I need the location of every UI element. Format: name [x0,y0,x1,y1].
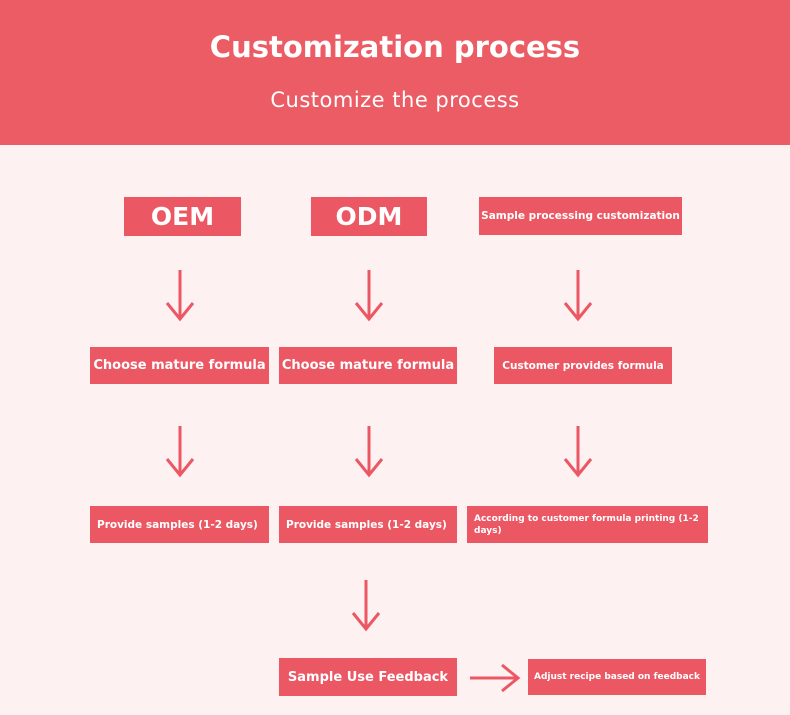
sample-feedback-box: Sample Use Feedback [279,658,457,696]
sample-processing-box: Sample processing customization [479,197,682,235]
down-arrow-icon [351,580,381,632]
down-arrow-icon [354,270,384,322]
oem-choose-formula-box: Choose mature formula [90,347,269,384]
odm-provide-samples-box: Provide samples (1-2 days) [279,506,457,543]
right-arrow-icon [470,663,521,693]
page-title: Customization process [209,30,581,64]
down-arrow-icon [165,426,195,478]
header-banner: Customization process Customize the proc… [0,0,790,145]
formula-printing-box: According to customer formula printing (… [467,506,708,543]
customer-formula-box: Customer provides formula [494,347,672,384]
down-arrow-icon [563,270,593,322]
oem-box: OEM [124,197,241,236]
oem-provide-samples-box: Provide samples (1-2 days) [90,506,269,543]
down-arrow-icon [354,426,384,478]
adjust-recipe-box: Adjust recipe based on feedback [528,659,706,695]
odm-box: ODM [311,197,427,236]
down-arrow-icon [165,270,195,322]
down-arrow-icon [563,426,593,478]
odm-choose-formula-box: Choose mature formula [279,347,457,384]
page-subtitle: Customize the process [270,88,520,112]
